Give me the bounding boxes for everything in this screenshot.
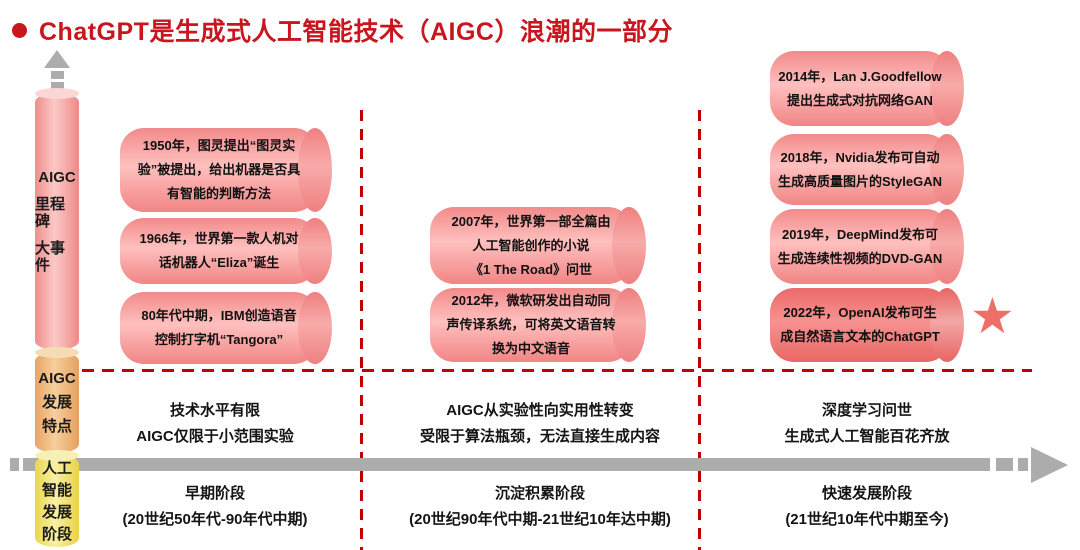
milestone-box-1966: 1966年，世界第一款人机对 话机器人“Eliza”诞生 (120, 218, 332, 284)
milestone-line: 提出生成式对抗网络GAN (787, 92, 933, 108)
column-divider-2 (698, 110, 701, 550)
milestone-box-2019: 2019年，DeepMind发布可 生成连续性视频的DVD-GAN (770, 209, 964, 284)
stage-line: 快速发展阶段 (821, 485, 912, 502)
axis-segment-stages: 人工 智能 发展 阶段 (35, 450, 79, 547)
timeline-arrow-shaft (23, 458, 990, 471)
milestone-line: 换为中文语音 (491, 341, 570, 356)
page-title-text: ChatGPT是生成式人工智能技术（AIGC）浪潮的一部分 (39, 18, 673, 46)
axis-label: 发展 (41, 503, 72, 521)
stage-line: 早期阶段 (184, 485, 245, 502)
milestone-box-2014: 2014年，Lan J.Goodfellow 提出生成式对抗网络GAN (770, 51, 964, 126)
milestone-box-2022-chatgpt: 2022年，OpenAI发布可生 成自然语言文本的ChatGPT (770, 288, 964, 362)
feature-text-col1: 技术水平有限 AIGC仅限于小范围实验 (45, 398, 385, 450)
column-divider-1 (360, 110, 363, 550)
axis-label: AIGC (38, 169, 76, 186)
timeline-arrow-head-icon (1031, 447, 1068, 483)
milestone-line: 80年代中期，IBM创造语音 (141, 308, 297, 323)
axis-segment-features: AIGC 发展 特点 (35, 347, 79, 453)
feature-line: 技术水平有限 (169, 402, 260, 419)
timeline-arrow-dash (1018, 458, 1028, 471)
milestone-line: 人工智能创作的小说 (472, 237, 590, 253)
stage-text-col1: 早期阶段 (20世纪50年代-90年代中期) (45, 481, 385, 533)
milestone-line: 声传译系统，可将英文语音转 (446, 317, 616, 332)
milestone-line: 控制打字机“Tangora” (154, 332, 284, 347)
feature-text-col2: AIGC从实验性向实用性转变 受限于算法瓶颈，无法直接生成内容 (370, 398, 710, 450)
milestone-box-2018: 2018年，Nvidia发布可自动 生成高质量图片的StyleGAN (770, 134, 964, 205)
axis-label: AIGC (38, 370, 76, 387)
row-divider (82, 369, 1032, 372)
star-icon: ★ (970, 288, 1015, 344)
axis-label: 阶段 (41, 525, 72, 543)
stage-line: (20世纪90年代中期-21世纪10年达中期) (409, 511, 671, 528)
axis-label: 智能 (41, 481, 72, 499)
stage-text-col3: 快速发展阶段 (21世纪10年代中期至今) (697, 481, 1037, 533)
bullet-icon (12, 22, 27, 38)
milestone-line: 生成高质量图片的StyleGAN (778, 173, 942, 189)
axis-label: 里程碑 (35, 196, 66, 230)
milestone-line: 成自然语言文本的ChatGPT (780, 329, 940, 344)
stage-text-col2: 沉淀积累阶段 (20世纪90年代中期-21世纪10年达中期) (370, 481, 710, 533)
milestone-line: 1950年，图灵提出“图灵实 (142, 138, 296, 153)
milestone-line: 话机器人“Eliza”诞生 (158, 255, 280, 270)
feature-text-col3: 深度学习问世 生成式人工智能百花齐放 (697, 398, 1037, 450)
up-arrow-dash (51, 71, 64, 79)
milestone-line: 2018年，Nvidia发布可自动 (780, 149, 940, 165)
milestone-line: 2019年，DeepMind发布可 (781, 226, 939, 242)
axis-label: 人工 (41, 459, 72, 477)
axis-label: 特点 (41, 418, 72, 435)
milestone-line: 1966年，世界第一款人机对 (139, 231, 299, 246)
milestone-box-1950: 1950年，图灵提出“图灵实 验”被提出，给出机器是否具 有智能的判断方法 (120, 128, 332, 212)
milestone-line: 2022年，OpenAI发布可生 (783, 305, 937, 320)
up-arrow-dash (51, 82, 64, 90)
feature-line: 深度学习问世 (821, 402, 912, 419)
feature-line: 生成式人工智能百花齐放 (784, 428, 950, 445)
milestone-line: 2007年，世界第一部全篇由 (451, 213, 611, 229)
page-title: ChatGPT是生成式人工智能技术（AIGC）浪潮的一部分 (12, 12, 673, 48)
up-arrow-icon (44, 50, 70, 68)
milestone-box-1980s: 80年代中期，IBM创造语音 控制打字机“Tangora” (120, 292, 332, 364)
axis-label: 发展 (41, 394, 72, 411)
feature-line: 受限于算法瓶颈，无法直接生成内容 (419, 428, 660, 445)
feature-line: AIGC仅限于小范围实验 (136, 428, 294, 445)
feature-line: AIGC从实验性向实用性转变 (446, 402, 634, 419)
milestone-line: 生成连续性视频的DVD-GAN (777, 250, 943, 266)
milestone-line: 2014年，Lan J.Goodfellow (778, 68, 942, 84)
milestone-line: 验”被提出，给出机器是否具 (137, 162, 301, 177)
milestone-box-2012: 2012年，微软研发出自动同 声传译系统，可将英文语音转 换为中文语音 (430, 288, 646, 362)
stage-line: (20世纪50年代-90年代中期) (122, 511, 308, 528)
axis-label: 大事件 (35, 240, 66, 274)
axis-segment-milestones: AIGC 里程碑 大事件 (35, 88, 79, 350)
milestone-line: 《1 The Road》问世 (469, 261, 593, 277)
timeline-arrow-dash (996, 458, 1013, 471)
milestone-line: 有智能的判断方法 (166, 186, 271, 201)
milestone-box-2007: 2007年，世界第一部全篇由 人工智能创作的小说 《1 The Road》问世 (430, 207, 646, 284)
stage-line: 沉淀积累阶段 (494, 485, 585, 502)
stage-line: (21世纪10年代中期至今) (785, 511, 949, 528)
milestone-line: 2012年，微软研发出自动同 (451, 293, 611, 308)
timeline-arrow-dash (10, 458, 19, 471)
